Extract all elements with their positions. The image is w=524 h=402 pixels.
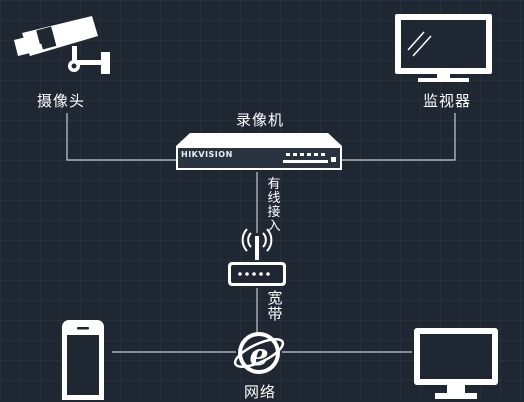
nvr-icon (176, 133, 342, 170)
nvr-label: 录像机 (236, 111, 285, 129)
wired-label-2: 线 (267, 191, 281, 206)
broadband-label-2: 带 (267, 305, 283, 323)
network-label: 网络 (244, 383, 277, 401)
line-monitor-nvr (340, 113, 456, 161)
wired-label-1: 有 (267, 177, 281, 192)
nvr-brand-label: HIKVISION (181, 150, 233, 159)
phone-icon (62, 320, 104, 400)
monitor-label: 监视器 (423, 92, 472, 110)
line-camera-nvr (66, 113, 176, 161)
monitor-icon (395, 14, 492, 82)
ie-icon: e (233, 332, 285, 374)
broadband-label-1: 宽 (267, 289, 283, 307)
wired-label-4: 入 (267, 219, 281, 234)
desktop-icon (414, 328, 498, 399)
camera-icon (14, 16, 110, 74)
wifi-router-icon (228, 228, 286, 286)
wired-label-3: 接 (267, 205, 281, 220)
camera-label: 摄像头 (37, 92, 86, 110)
